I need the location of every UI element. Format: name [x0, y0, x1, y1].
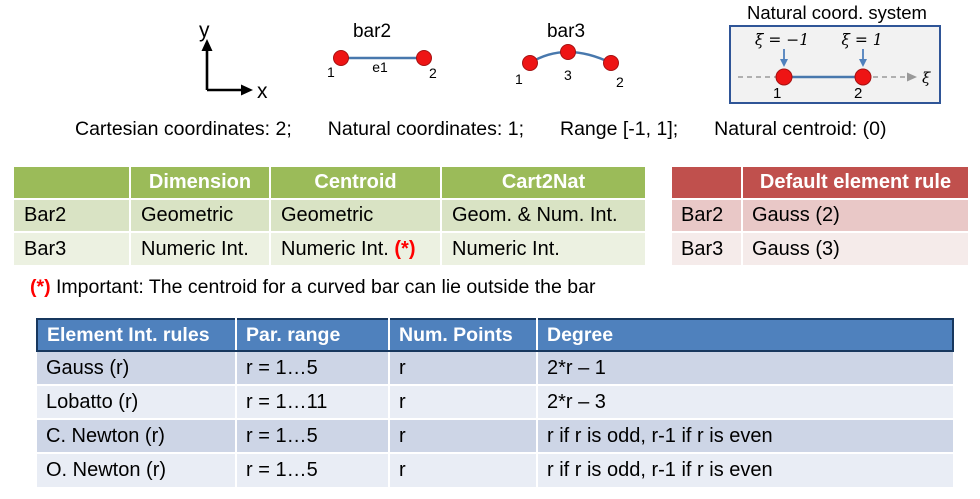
cell-degree: 2*r – 1: [537, 351, 953, 386]
cartesian-axes-diagram: y x: [199, 19, 268, 103]
bar3-node-1: [522, 55, 538, 71]
cell-num-points: r: [389, 351, 538, 386]
natural-node-2: [854, 68, 872, 86]
natural-coord-box: [729, 25, 941, 104]
bar3-node3-label: 3: [564, 67, 572, 83]
natural-node1-label: 1: [773, 85, 781, 102]
bar2-title: bar2: [353, 21, 391, 42]
green-header-centroid: Centroid: [270, 167, 442, 200]
table-row: Bar3 Numeric Int. Numeric Int. (*) Numer…: [14, 232, 645, 265]
coordinates-summary: Cartesian coordinates: 2; Natural coordin…: [75, 118, 886, 141]
integration-rules-table: Element Int. rules Par. range Num. Point…: [36, 318, 954, 487]
cell-bar3-rule: Gauss (3): [742, 232, 968, 265]
row-label: Bar2: [672, 199, 743, 233]
rules-header-par-range: Par. range: [236, 318, 390, 352]
bar3-node-2: [603, 55, 619, 71]
xi-minus-one-label: ξ = −1: [755, 31, 809, 49]
table-row: Bar2 Gauss (2): [672, 199, 968, 233]
cell-num-points: r: [389, 453, 538, 487]
natural-centroid-text: Natural centroid: (0): [714, 118, 887, 140]
green-header-dimension: Dimension: [130, 167, 271, 200]
table-row: C. Newton (r) r = 1…5 r r if r is odd, r…: [37, 419, 953, 454]
rules-header-name: Element Int. rules: [36, 318, 237, 352]
row-label: Bar2: [14, 199, 131, 233]
table-row: Gauss (r) r = 1…5 r 2*r – 1: [37, 351, 953, 386]
xi-minus-pointer-arrow: [780, 59, 788, 67]
bar2-node-2: [416, 50, 432, 66]
xi-plus-one-label: ξ = 1: [841, 31, 882, 49]
table-header-row: Default element rule: [672, 167, 968, 200]
cell-rule-name: Gauss (r): [37, 351, 237, 386]
green-header-blank: [14, 167, 131, 200]
table-row: Bar3 Gauss (3): [672, 232, 968, 265]
table-row: Bar2 Geometric Geometric Geom. & Num. In…: [14, 199, 645, 233]
xi-plus-pointer-arrow: [859, 59, 867, 67]
cell-par-range: r = 1…5: [236, 351, 390, 386]
bar3-node1-label: 1: [515, 71, 523, 87]
natural-coordinates-text: Natural coordinates: 1;: [327, 118, 524, 140]
bar2-node2-label: 2: [429, 65, 437, 81]
bar3-node2-label: 2: [616, 74, 624, 90]
cell-rule-name: C. Newton (r): [37, 419, 237, 454]
y-axis-label: y: [199, 19, 210, 42]
cell-rule-name: Lobatto (r): [37, 385, 237, 420]
cell-num-points: r: [389, 385, 538, 420]
bar3-title: bar3: [547, 21, 585, 42]
cell-degree: r if r is odd, r-1 if r is even: [537, 419, 953, 454]
centroid-note: (*) Important: The centroid for a curved…: [30, 276, 595, 299]
bar3-node-3: [560, 44, 576, 60]
cell-bar3-dimension: Numeric Int.: [130, 232, 271, 265]
cell-degree: 2*r – 3: [537, 385, 953, 420]
red-header-default-rule: Default element rule: [742, 167, 968, 200]
bar2-node1-label: 1: [327, 64, 335, 80]
cell-bar2-cart2nat: Geom. & Num. Int.: [441, 199, 645, 233]
cell-rule-name: O. Newton (r): [37, 453, 237, 487]
cell-bar3-centroid: Numeric Int. (*): [270, 232, 442, 265]
cell-bar3-cart2nat: Numeric Int.: [441, 232, 645, 265]
natural-axis-label: ξ: [922, 69, 931, 87]
natural-coord-diagram: Natural coord. system ξ = −1 ξ = 1 ξ 1 2: [729, 2, 941, 104]
table-header-row: Element Int. rules Par. range Num. Point…: [36, 318, 954, 352]
table-row: Lobatto (r) r = 1…11 r 2*r – 3: [37, 385, 953, 420]
cell-par-range: r = 1…5: [236, 453, 390, 487]
cell-text: Numeric Int.: [281, 237, 389, 260]
bar2-node-1: [333, 50, 349, 66]
natural-node-1: [775, 68, 793, 86]
table-row: O. Newton (r) r = 1…5 r r if r is odd, r…: [37, 453, 953, 487]
range-text: Range [-1, 1];: [560, 118, 679, 140]
bar2-diagram: bar2 1 e1 2: [327, 21, 437, 81]
natural-node2-label: 2: [854, 85, 862, 102]
bar2-element-label: e1: [372, 59, 388, 75]
note-marker: (*): [30, 276, 51, 298]
cell-par-range: r = 1…11: [236, 385, 390, 420]
element-properties-table: Dimension Centroid Cart2Nat Bar2 Geometr…: [14, 167, 645, 265]
bar3-diagram: bar3 1 3 2: [515, 21, 624, 90]
cell-bar2-dimension: Geometric: [130, 199, 271, 233]
cell-num-points: r: [389, 419, 538, 454]
rules-header-num-points: Num. Points: [389, 318, 538, 352]
rules-header-degree: Degree: [537, 318, 954, 352]
cell-par-range: r = 1…5: [236, 419, 390, 454]
default-rule-table: Default element rule Bar2 Gauss (2) Bar3…: [672, 167, 968, 265]
green-header-cart2nat: Cart2Nat: [441, 167, 645, 200]
cell-bar2-rule: Gauss (2): [742, 199, 968, 233]
row-label: Bar3: [14, 232, 131, 265]
cell-bar2-centroid: Geometric: [270, 199, 442, 233]
x-axis-arrow: [241, 84, 253, 96]
natural-coord-title: Natural coord. system: [747, 2, 927, 23]
note-text: Important: The centroid for a curved bar…: [56, 276, 596, 298]
row-label: Bar3: [672, 232, 743, 265]
y-axis-arrow: [201, 39, 213, 51]
x-axis-label: x: [257, 80, 268, 103]
cell-degree: r if r is odd, r-1 if r is even: [537, 453, 953, 487]
table-header-row: Dimension Centroid Cart2Nat: [14, 167, 645, 200]
centroid-footnote-marker: (*): [394, 237, 416, 260]
cartesian-coordinates-text: Cartesian coordinates: 2;: [75, 118, 292, 140]
red-header-blank: [672, 167, 743, 200]
natural-axis-arrow: [907, 72, 917, 82]
